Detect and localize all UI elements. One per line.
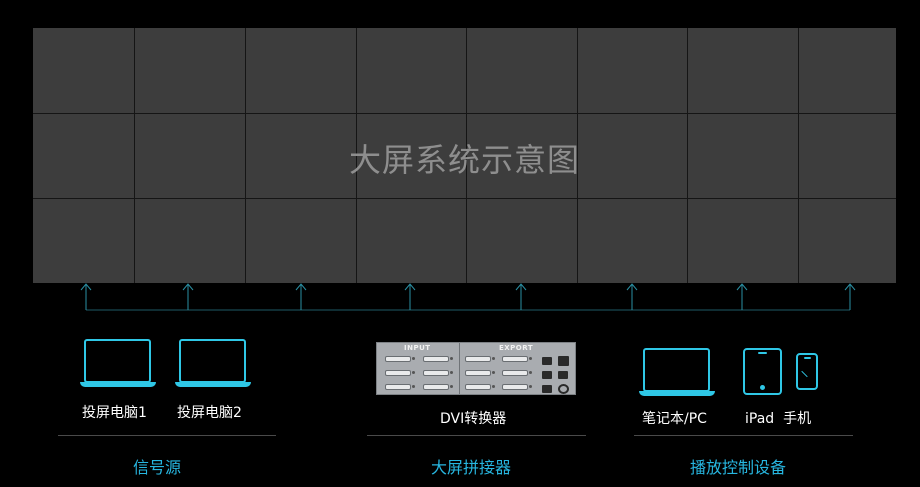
divider-line — [58, 435, 276, 436]
wall-divider — [134, 28, 135, 283]
group-title-source: 信号源 — [133, 458, 182, 477]
source-item-label: 投屏电脑2 — [177, 405, 242, 421]
laptop-icon — [639, 348, 715, 396]
wall-divider — [245, 28, 246, 283]
up-arrow-icon — [295, 283, 307, 310]
video-wall: 大屏系统示意图 — [33, 28, 896, 283]
panel-export-label: EXPORT — [499, 344, 534, 352]
dvi-panel-icon: INPUT EXPORT — [376, 342, 576, 395]
divider-line — [367, 435, 586, 436]
up-arrow-icon — [404, 283, 416, 310]
phone-icon — [796, 353, 818, 390]
group-title-splicer: 大屏拼接器 — [431, 458, 512, 477]
up-arrow-icon — [80, 283, 92, 310]
wall-divider — [33, 113, 896, 114]
control-item-label: iPad 手机 — [745, 411, 812, 427]
up-arrow-icon — [182, 283, 194, 310]
wall-divider — [466, 28, 467, 283]
wall-divider — [687, 28, 688, 283]
divider-line — [634, 435, 853, 436]
wall-title: 大屏系统示意图 — [348, 140, 580, 179]
laptop-icon — [80, 339, 156, 387]
up-arrow-icon — [736, 283, 748, 310]
connector-bus — [80, 283, 856, 311]
wall-divider — [798, 28, 799, 283]
up-arrow-icon — [626, 283, 638, 310]
panel-input-label: INPUT — [404, 344, 431, 352]
control-item-label: 笔记本/PC — [642, 411, 707, 427]
up-arrow-icon — [844, 283, 856, 310]
splicer-device-label: DVI转换器 — [440, 411, 507, 427]
wall-divider — [356, 28, 357, 283]
up-arrow-icon — [515, 283, 527, 310]
group-title-control: 播放控制设备 — [690, 458, 787, 477]
wall-divider — [33, 198, 896, 199]
wall-divider — [577, 28, 578, 283]
laptop-icon — [175, 339, 251, 387]
source-item-label: 投屏电脑1 — [82, 405, 147, 421]
tablet-icon — [743, 348, 782, 395]
